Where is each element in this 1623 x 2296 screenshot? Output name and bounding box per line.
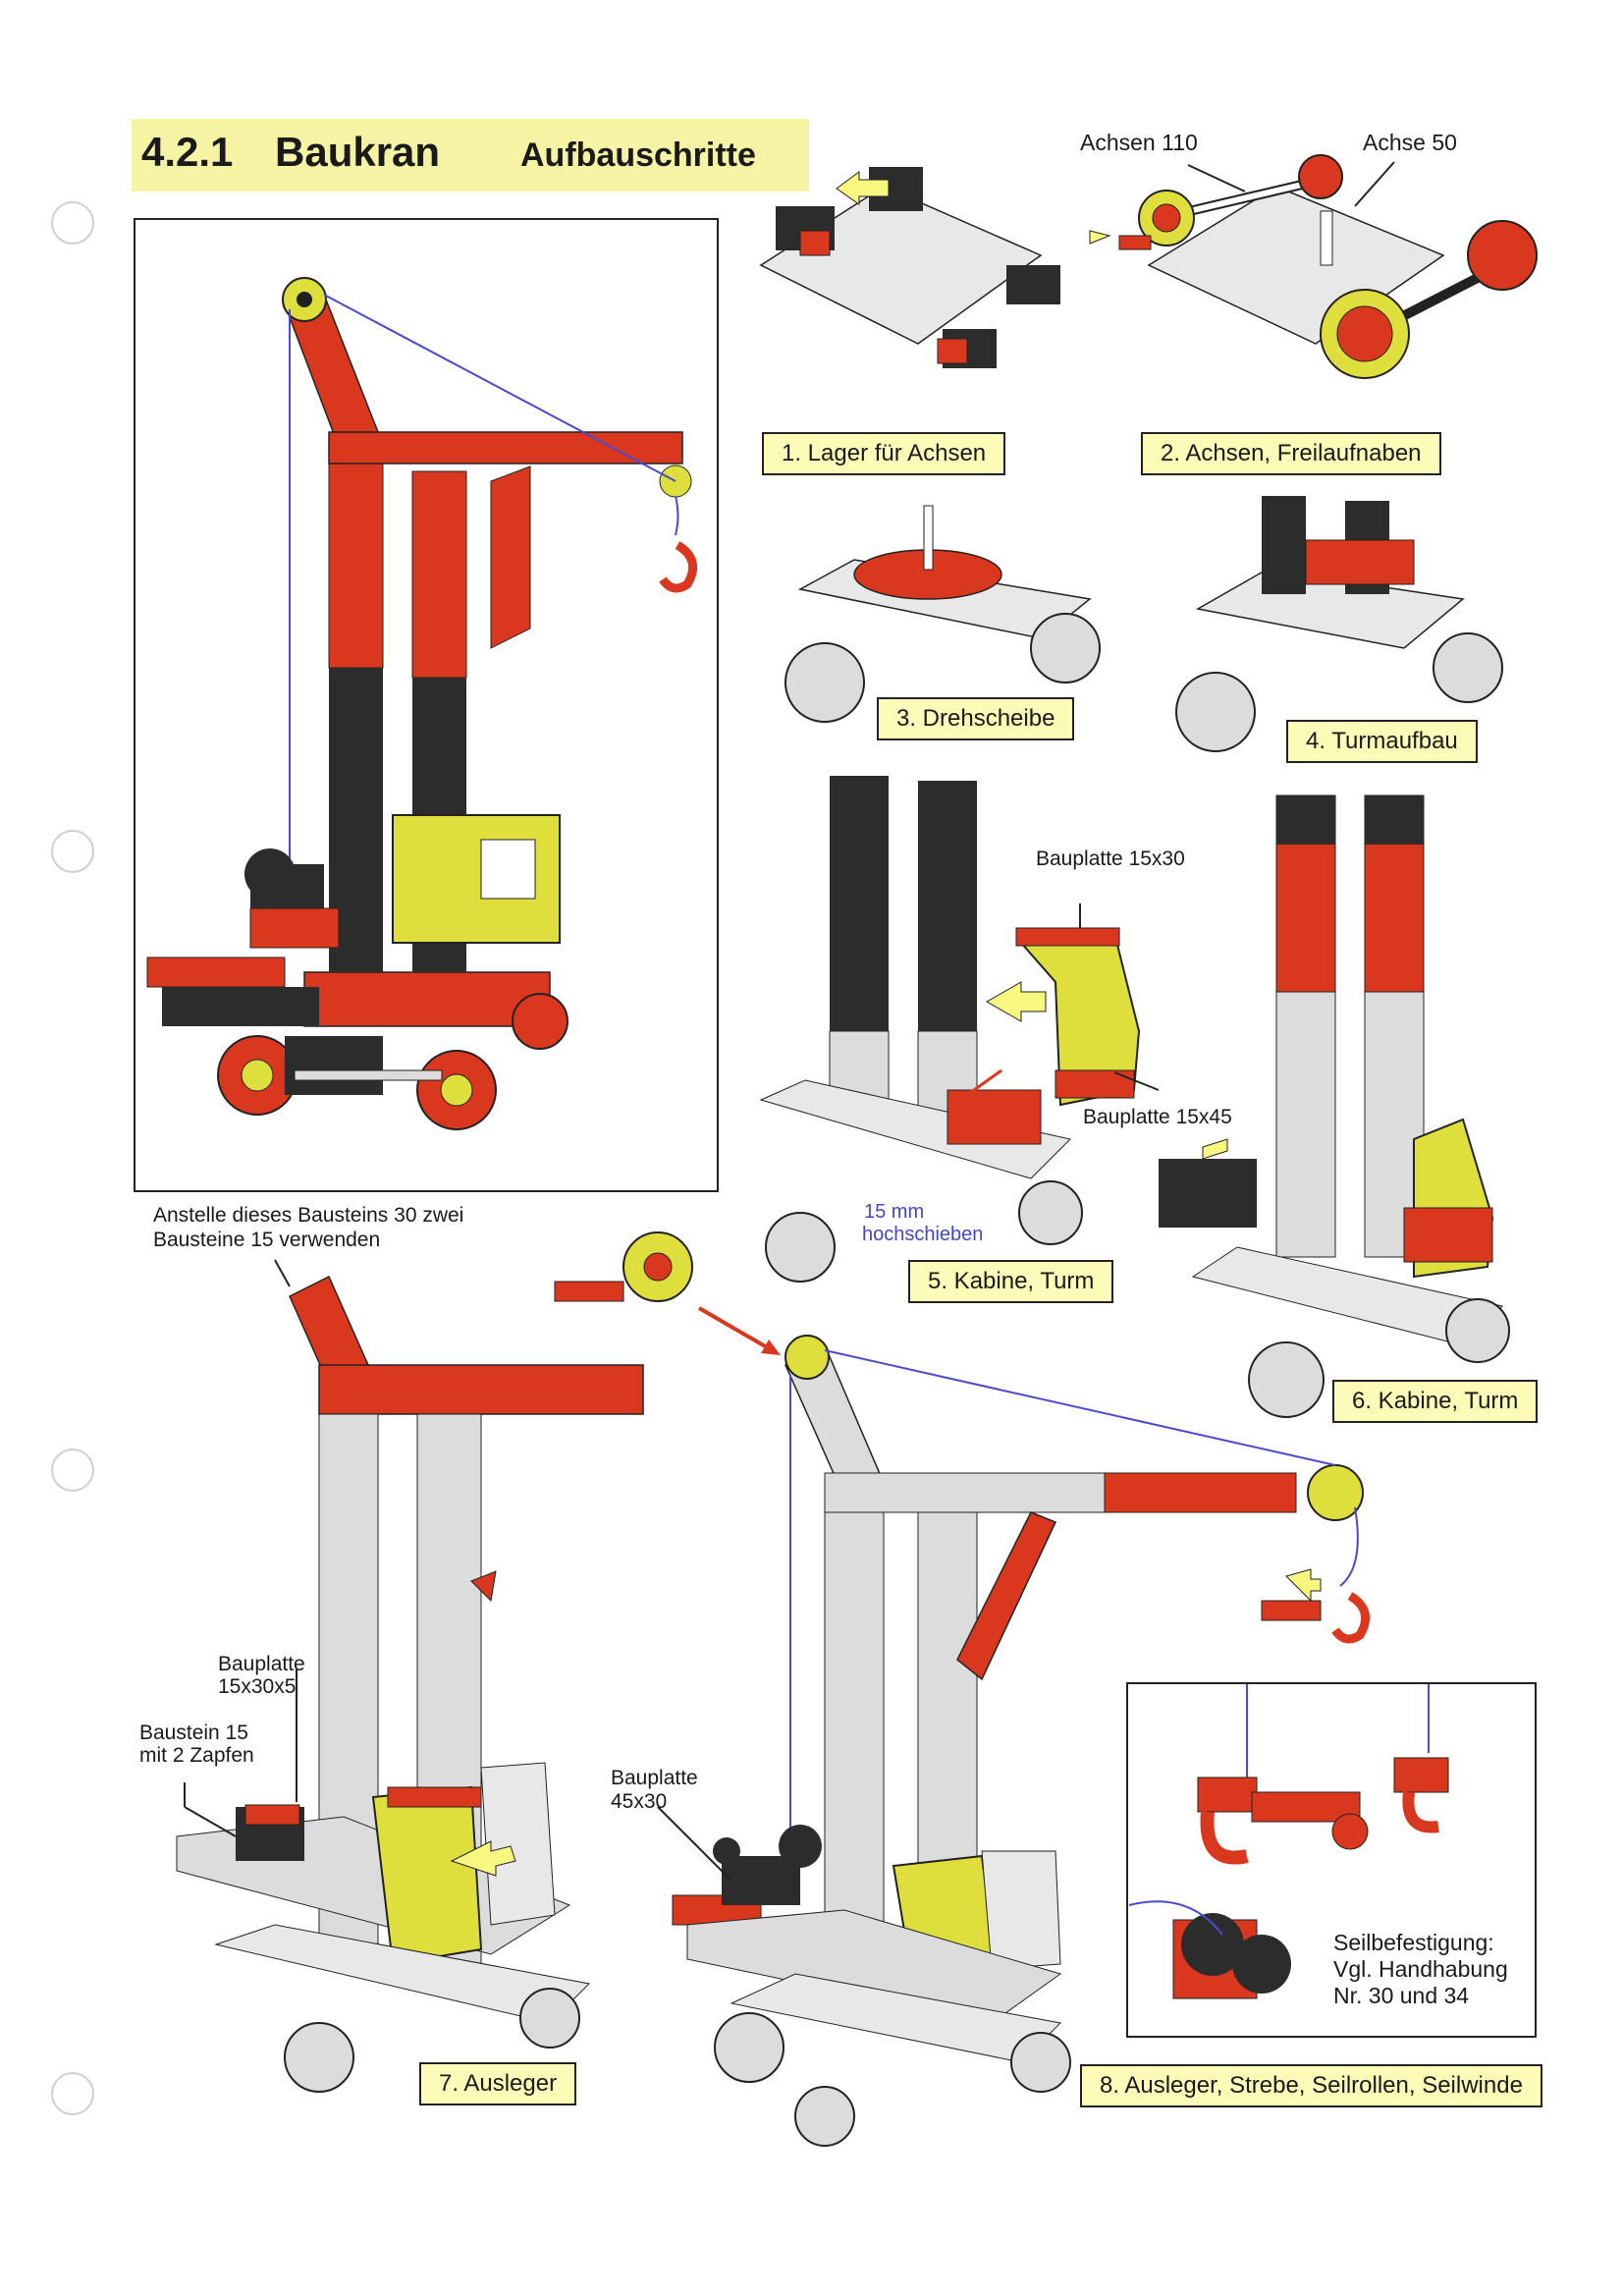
binder-hole — [51, 1449, 94, 1492]
label-hochschieben: hochschieben — [862, 1224, 984, 1245]
binder-hole — [51, 201, 94, 245]
label-achse-50: Achse 50 — [1363, 130, 1457, 155]
step-caption-7: 7. Ausleger — [419, 2062, 577, 2105]
note-seilbefestigung: Seilbefestigung: — [1333, 1930, 1494, 1955]
step8-illustration — [657, 1335, 1371, 2147]
label-baustein-15-b: mit 2 Zapfen — [139, 1744, 254, 1767]
step-caption-3: 3. Drehscheibe — [877, 697, 1075, 740]
step1-illustration — [759, 167, 1060, 368]
label-bauplatte-15x45: Bauplatte 15x45 — [1083, 1106, 1232, 1128]
step-caption-4: 4. Turmaufbau — [1286, 720, 1478, 763]
label-bauplatte-45x30-b: 45x30 — [611, 1790, 668, 1813]
binder-hole — [51, 2072, 94, 2115]
page-header: 4.2.1 Baukran Aufbauschritte — [132, 119, 809, 191]
page-subtitle: Aufbauschritte — [520, 137, 756, 174]
step-caption-2: 2. Achsen, Freilaufnaben — [1141, 432, 1441, 475]
seil-detail-illustration — [1128, 1684, 1449, 1999]
step-caption-6: 6. Kabine, Turm — [1332, 1380, 1539, 1423]
step-caption-1: 1. Lager für Achsen — [762, 432, 1006, 475]
label-bauplatte-15x30: Bauplatte 15x30 — [1036, 847, 1185, 870]
step-caption-5: 5. Kabine, Turm — [908, 1260, 1114, 1303]
assembled-crane-frame — [134, 218, 719, 1192]
binder-hole — [51, 830, 94, 873]
label-achsen-110: Achsen 110 — [1080, 130, 1198, 155]
note-nummern: Nr. 30 und 34 — [1333, 1983, 1470, 2008]
label-bauplatte-45x30-a: Bauplatte — [611, 1767, 698, 1789]
label-bauplatte-15x30x5-b: 15x30x5 — [218, 1675, 297, 1698]
label-baustein-15-a: Baustein 15 — [139, 1722, 248, 1744]
label-15mm: 15 mm — [864, 1201, 925, 1223]
step5-illustration — [759, 776, 1160, 1283]
note-anstelle-line1: Anstelle dieses Bausteins 30 zwei — [153, 1204, 464, 1227]
step3-illustration — [784, 505, 1101, 723]
step-caption-8: 8. Ausleger, Strebe, Seilrollen, Seilwin… — [1080, 2064, 1542, 2107]
step7-illustration — [176, 1231, 693, 2093]
note-handhabung: Vgl. Handhabung — [1333, 1956, 1508, 1982]
note-anstelle-line2: Bausteine 15 verwenden — [153, 1229, 381, 1251]
step2-illustration — [1089, 154, 1538, 379]
step6-illustration — [1159, 794, 1510, 1418]
label-bauplatte-15x30x5-a: Bauplatte — [218, 1653, 305, 1675]
step4-illustration — [1175, 496, 1503, 752]
page-title: Baukran — [275, 129, 441, 175]
section-number: 4.2.1 — [141, 129, 234, 175]
seil-detail-frame — [1126, 1682, 1537, 2038]
